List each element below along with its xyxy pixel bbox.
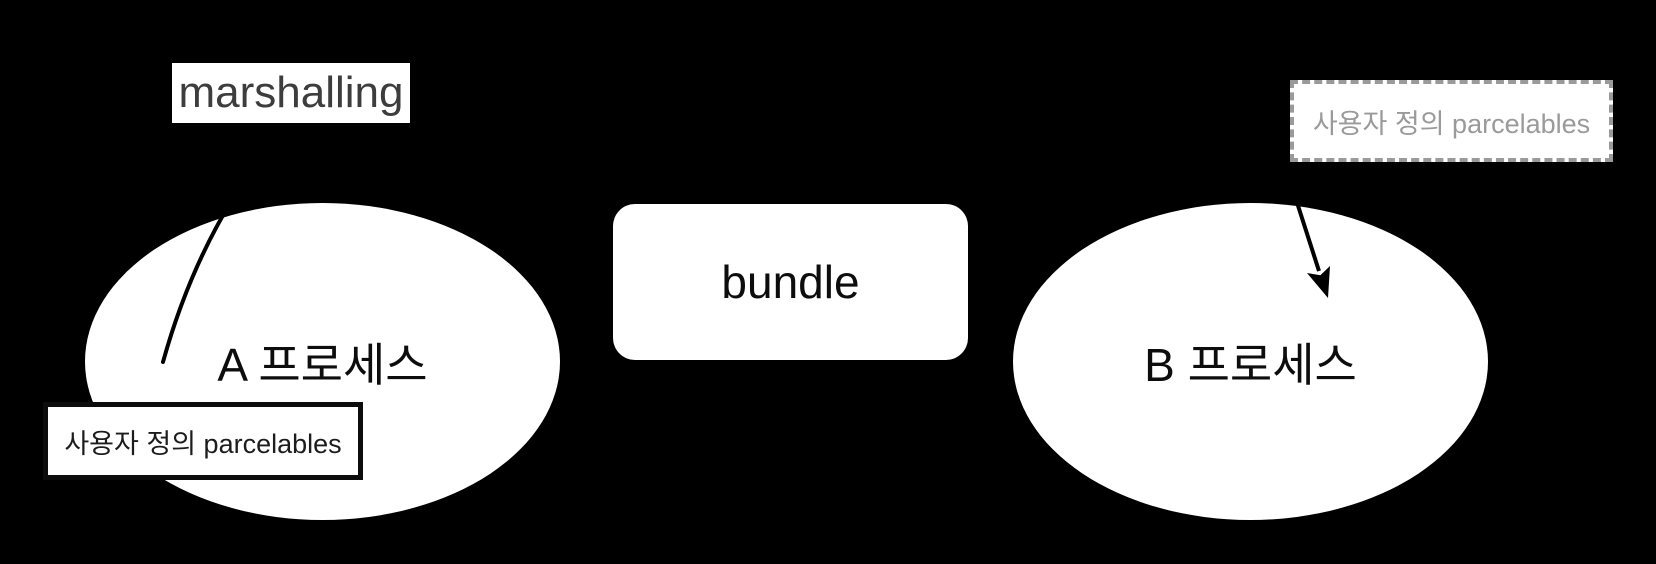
process-a-label: A 프로세스 <box>217 338 428 391</box>
parcelables-dashed-label: 사용자 정의 parcelables <box>1312 108 1591 139</box>
parcelables-solid-callout: 사용자 정의 parcelables <box>43 402 363 480</box>
process-b-ellipse: B 프로세스 <box>1013 203 1488 520</box>
parcelables-solid-label: 사용자 정의 parcelables <box>64 428 342 459</box>
bundle-label: bundle <box>721 256 860 308</box>
bundle-node: bundle <box>613 204 968 360</box>
process-b-label: B 프로세스 <box>1144 338 1357 391</box>
marshalling-label: marshalling <box>178 68 404 117</box>
marshalling-callout: marshalling <box>172 63 410 123</box>
parcelables-dashed-callout: 사용자 정의 parcelables <box>1290 80 1613 162</box>
